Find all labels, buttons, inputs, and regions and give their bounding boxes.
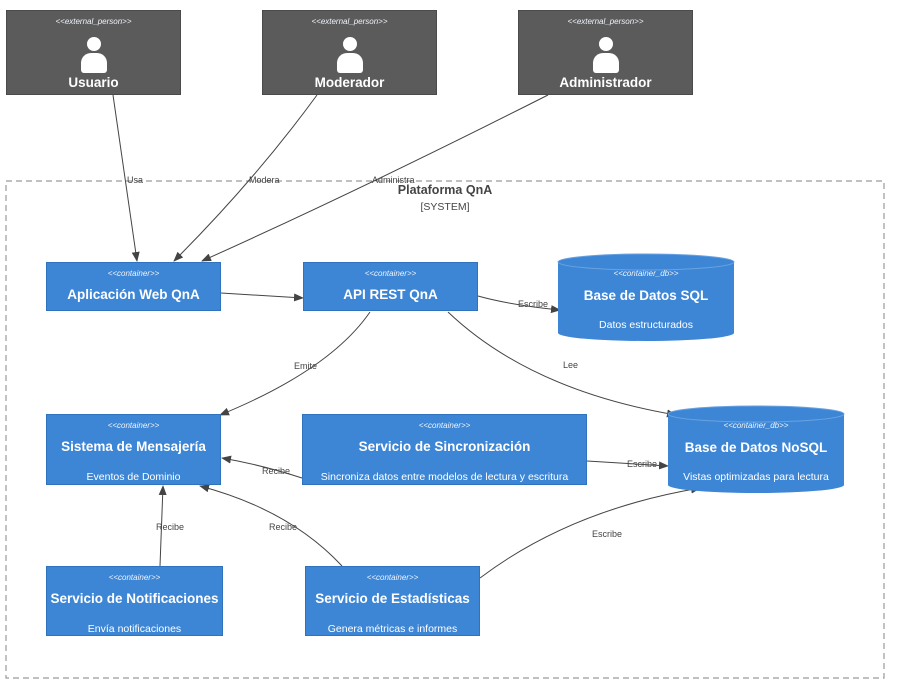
container-nosqldb-stereotype: <<container_db>> xyxy=(723,421,789,430)
boundary-title: Plataforma QnA xyxy=(397,183,493,197)
container-messaging-stereotype: <<container>> xyxy=(107,421,160,430)
container-stats-stereotype: <<container>> xyxy=(366,573,419,582)
container-sync[interactable]: <<container>> Servicio de Sincronización… xyxy=(302,414,587,485)
container-sync-name: Servicio de Sincronización xyxy=(358,439,531,454)
container-notif-name: Servicio de Notificaciones xyxy=(50,591,219,606)
container-sync-stereotype: <<container>> xyxy=(418,421,471,430)
container-api-stereotype: <<container>> xyxy=(364,269,417,278)
person-administrador[interactable]: <<external_person>> Administrador xyxy=(518,10,693,95)
container-notif-description: Envía notificaciones xyxy=(87,623,182,635)
relation-sync-nosql-label: Escribe xyxy=(627,459,657,469)
person-administrador-stereotype: <<external_person>> xyxy=(567,17,644,26)
relation-modera-label: Modera xyxy=(249,175,280,185)
container-stats-name: Servicio de Estadísticas xyxy=(315,591,470,606)
relation-stats-messaging-line xyxy=(199,484,343,567)
container-notif-stereotype: <<container>> xyxy=(108,573,161,582)
person-moderador-name: Moderador xyxy=(314,75,385,90)
container-sync-description: Sincroniza datos entre modelos de lectur… xyxy=(320,471,569,483)
relation-modera-line xyxy=(173,94,318,262)
container-sqldb-name: Base de Datos SQL xyxy=(583,288,709,303)
container-webapp-stereotype: <<container>> xyxy=(107,269,160,278)
user-icon xyxy=(592,37,619,73)
user-icon xyxy=(336,37,363,73)
boundary-subtitle: [SYSTEM] xyxy=(420,201,470,213)
user-icon xyxy=(80,37,107,73)
container-stats-description: Genera métricas e informes xyxy=(327,623,458,635)
person-usuario-name: Usuario xyxy=(68,75,119,90)
relation-notif-messaging-line xyxy=(158,485,167,567)
relation-api-sql-label: Escribe xyxy=(518,299,548,309)
container-api-name: API REST QnA xyxy=(343,287,438,302)
relation-api-messaging-line xyxy=(219,311,371,416)
container-sqldb[interactable]: <<container_db>> Base de Datos SQL Datos… xyxy=(558,262,734,340)
relation-administra-line xyxy=(201,94,549,262)
sql-db-shape xyxy=(557,253,735,341)
container-webapp[interactable]: <<container>> Aplicación Web QnA xyxy=(46,262,221,311)
container-messaging-name: Sistema de Mensajería xyxy=(61,439,206,454)
container-nosqldb-description: Vistas optimizadas para lectura xyxy=(683,471,829,483)
container-webapp-name: Aplicación Web QnA xyxy=(67,287,200,302)
person-moderador[interactable]: <<external_person>> Moderador xyxy=(262,10,437,95)
relation-stats-nosql-label: Escribe xyxy=(592,529,622,539)
person-usuario[interactable]: <<external_person>> Usuario xyxy=(6,10,181,95)
container-sqldb-stereotype: <<container_db>> xyxy=(613,269,679,278)
container-nosqldb[interactable]: <<container_db>> Base de Datos NoSQL Vis… xyxy=(668,414,844,492)
relation-notif-messaging-label: Recibe xyxy=(156,522,184,532)
container-sqldb-description: Datos estructurados xyxy=(599,319,693,331)
container-stats[interactable]: <<container>> Servicio de Estadísticas G… xyxy=(305,566,480,636)
relation-usa-line xyxy=(112,94,140,262)
relation-web-api-line xyxy=(220,292,304,302)
relation-stats-messaging-label: Recibe xyxy=(269,522,297,532)
relation-sync-messaging-line xyxy=(221,455,303,479)
relation-sync-nosql-line xyxy=(586,460,669,470)
person-usuario-stereotype: <<external_person>> xyxy=(55,17,132,26)
relation-usa-label: Usa xyxy=(127,175,143,185)
system-boundary xyxy=(5,180,885,679)
relation-api-nosql-line xyxy=(447,311,677,418)
container-messaging-description: Eventos de Dominio xyxy=(86,471,181,483)
container-messaging[interactable]: <<container>> Sistema de Mensajería Even… xyxy=(46,414,221,485)
person-administrador-name: Administrador xyxy=(559,75,652,90)
container-notif[interactable]: <<container>> Servicio de Notificaciones… xyxy=(46,566,223,636)
relation-api-messaging-label: Emite xyxy=(294,361,317,371)
relation-administra-label: Administra xyxy=(372,175,415,185)
relation-stats-nosql-line xyxy=(479,485,701,579)
container-api[interactable]: <<container>> API REST QnA xyxy=(303,262,478,311)
relation-api-nosql-label: Lee xyxy=(563,360,578,370)
relation-sync-messaging-label: Recibe xyxy=(262,466,290,476)
container-nosqldb-name: Base de Datos NoSQL xyxy=(684,440,828,455)
relation-api-sql-line xyxy=(477,295,561,314)
nosql-db-shape xyxy=(667,405,845,493)
person-moderador-stereotype: <<external_person>> xyxy=(311,17,388,26)
